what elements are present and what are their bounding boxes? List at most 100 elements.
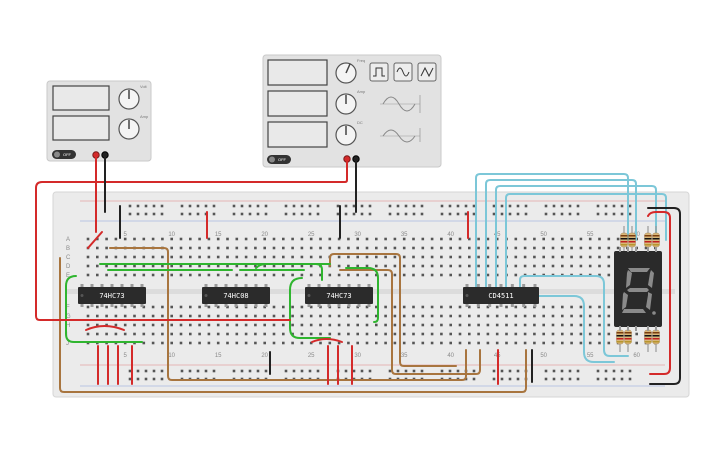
wire-green-5[interactable]	[289, 277, 331, 339]
column-number-top: 30	[354, 232, 361, 238]
resistor[interactable]	[616, 322, 624, 352]
row-letter: B	[66, 246, 70, 252]
segment-b	[648, 270, 654, 288]
square-wave-button[interactable]	[369, 62, 389, 82]
segment-c	[646, 292, 652, 310]
wire-cyan-1[interactable]	[475, 173, 629, 289]
column-number-bottom: 55	[587, 353, 594, 359]
column-number-bottom: 25	[308, 353, 315, 359]
svg-text:DC: DC	[357, 120, 363, 125]
wire-red-arc-2[interactable]	[311, 338, 343, 343]
row-letter: H	[66, 323, 70, 329]
chip-u2[interactable]: 74HC08	[202, 284, 270, 307]
row-letter: F	[66, 305, 70, 311]
column-number-top: 35	[401, 232, 408, 238]
wire-cyan-3[interactable]	[495, 185, 657, 289]
column-number-top: 5	[124, 232, 128, 238]
column-number-top: 60	[633, 232, 640, 238]
seven-segment-display[interactable]: 8	[614, 247, 662, 331]
segment-g	[627, 288, 649, 292]
wire-black-display[interactable]	[647, 207, 681, 385]
row-letter: D	[66, 264, 71, 270]
segment-d	[622, 309, 646, 313]
chip-label: 74HC08	[223, 292, 248, 300]
wire-brown-3[interactable]	[329, 253, 457, 367]
column-number-top: 20	[261, 232, 268, 238]
segment-e	[622, 292, 628, 310]
segment-f	[626, 270, 632, 288]
knob-labels: Volt Amp Freq Amp DC	[140, 58, 366, 125]
wire-red-fg-loop[interactable]	[35, 159, 348, 321]
wire-brown-1[interactable]	[59, 257, 527, 393]
wire-cyan-2[interactable]	[485, 179, 637, 289]
triangle-wave-icon	[420, 66, 434, 78]
column-number-top: 10	[168, 232, 175, 238]
svg-text:Amp: Amp	[140, 114, 149, 119]
column-number-bottom: 15	[215, 353, 222, 359]
wire-cyan-4[interactable]	[505, 193, 667, 289]
resistors[interactable]	[616, 226, 660, 352]
voltage-knob[interactable]	[118, 88, 140, 110]
chip-label: CD4511	[488, 292, 513, 300]
column-number-bottom: 5	[124, 353, 128, 359]
column-number-bottom: 35	[401, 353, 408, 359]
column-number-top: 25	[308, 232, 315, 238]
column-number-top: 55	[587, 232, 594, 238]
dc-offset-knob[interactable]	[335, 124, 357, 146]
wire-brown-2[interactable]	[109, 247, 467, 381]
chip-u3[interactable]: 74HC73	[305, 284, 373, 307]
wire-green-6[interactable]	[345, 267, 379, 323]
power-supply[interactable]: OFF	[46, 80, 152, 162]
column-number-top: 15	[215, 232, 222, 238]
column-number-bottom: 60	[633, 353, 640, 359]
row-letter: C	[66, 255, 71, 261]
fg-display-1	[267, 59, 328, 86]
wire-cyan-6[interactable]	[529, 295, 615, 363]
row-letter: G	[66, 314, 71, 320]
wires[interactable]	[35, 155, 681, 393]
wire-red-display[interactable]	[647, 211, 671, 375]
chip-u4[interactable]: CD4511	[463, 284, 539, 307]
wire-cyan-5[interactable]	[519, 275, 629, 357]
chip-u1[interactable]: 74HC73	[78, 284, 146, 307]
column-number-bottom: 40	[447, 353, 454, 359]
resistor[interactable]	[644, 226, 652, 254]
ic-chips[interactable]: 74HC73 74HC08 74HC73 CD4511	[78, 284, 539, 307]
triangle-wave-button[interactable]	[417, 62, 437, 82]
frequency-knob[interactable]	[335, 62, 357, 84]
row-letter: A	[66, 237, 70, 243]
resistor[interactable]	[628, 226, 636, 254]
svg-text:Freq: Freq	[357, 58, 365, 63]
column-number-top: 50	[540, 232, 547, 238]
chip-label: 74HC73	[326, 292, 351, 300]
power-supply-off-label: OFF	[63, 152, 72, 157]
segment-a	[628, 268, 650, 272]
column-numbers-top: 5 10 15 20 25 30 35 40 45 50 55 60	[124, 232, 641, 238]
wire-brown-4[interactable]	[339, 269, 481, 375]
wire-green-3[interactable]	[255, 263, 323, 281]
segment-dp	[652, 311, 656, 315]
sine-wave-button[interactable]	[393, 62, 413, 82]
current-knob[interactable]	[118, 118, 140, 140]
function-generator-off-button[interactable]: OFF	[267, 155, 291, 164]
power-supply-off-button[interactable]: OFF	[52, 150, 76, 159]
voltage-display	[52, 85, 110, 111]
row-letter: E	[66, 273, 70, 279]
wire-green-4[interactable]	[65, 275, 143, 343]
fg-off-label: OFF	[278, 157, 287, 162]
column-number-top: 40	[447, 232, 454, 238]
svg-text:Amp: Amp	[357, 89, 366, 94]
resistor[interactable]	[620, 226, 628, 254]
function-generator[interactable]: OFF	[262, 54, 442, 168]
chip-label: 74HC73	[99, 292, 124, 300]
amplitude-knob[interactable]	[335, 93, 357, 115]
sine-wave-icon	[396, 67, 410, 77]
fg-display-2	[267, 90, 328, 117]
wire-red-arc-1[interactable]	[85, 325, 125, 331]
column-number-top: 45	[494, 232, 501, 238]
square-wave-icon	[373, 67, 385, 77]
svg-text:Volt: Volt	[140, 84, 148, 89]
wire-red-diag[interactable]	[87, 231, 103, 249]
